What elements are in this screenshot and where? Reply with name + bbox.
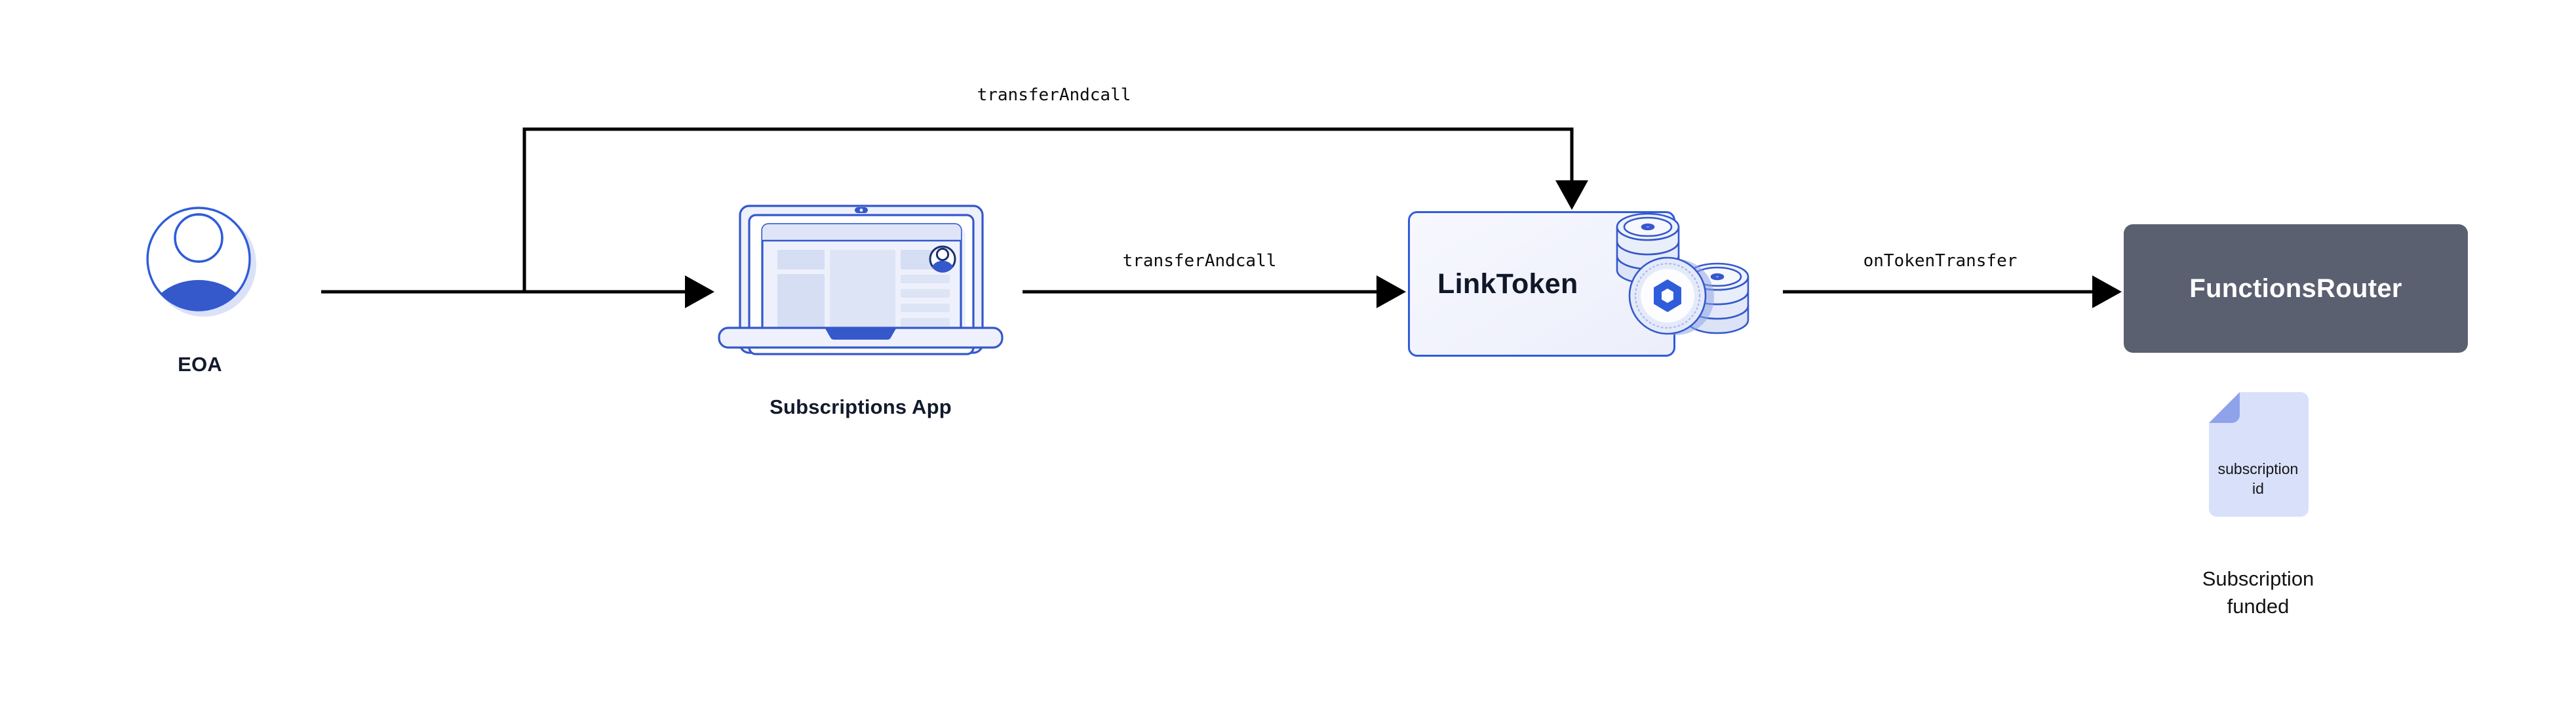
user-avatar-icon <box>146 207 256 317</box>
node-functionsrouter[interactable]: FunctionsRouter <box>2124 224 2468 353</box>
document-inner-text: subscription id <box>2189 459 2327 498</box>
link-coin-stack-icon <box>1609 210 1780 351</box>
node-eoa[interactable] <box>111 197 288 328</box>
laptop-icon <box>718 205 1004 355</box>
edge-label-transfer-and-call-app: transferAndcall <box>1122 251 1277 271</box>
node-label-linktoken: LinkToken <box>1437 268 1578 300</box>
document-text-line-1: subscription <box>2217 460 2299 477</box>
node-label-subscriptions-app: Subscriptions App <box>770 395 952 418</box>
caption-line-2: funded <box>2227 595 2290 618</box>
node-subscriptions-app[interactable] <box>716 189 1005 356</box>
caption-line-1: Subscription <box>2202 567 2314 590</box>
document-icon <box>2209 392 2309 517</box>
edge-label-on-token-transfer: onTokenTransfer <box>1863 251 2018 271</box>
edge-label-transfer-and-call-top: transferAndcall <box>977 85 1131 105</box>
node-label-subscription-funded: Subscription funded <box>2130 565 2386 620</box>
node-label-functionsrouter: FunctionsRouter <box>2189 273 2402 303</box>
node-subscription-doc[interactable] <box>2209 392 2309 517</box>
document-text-line-2: id <box>2252 480 2264 497</box>
laptop-screen-avatar-icon <box>929 245 956 273</box>
node-label-eoa: EOA <box>178 353 222 376</box>
